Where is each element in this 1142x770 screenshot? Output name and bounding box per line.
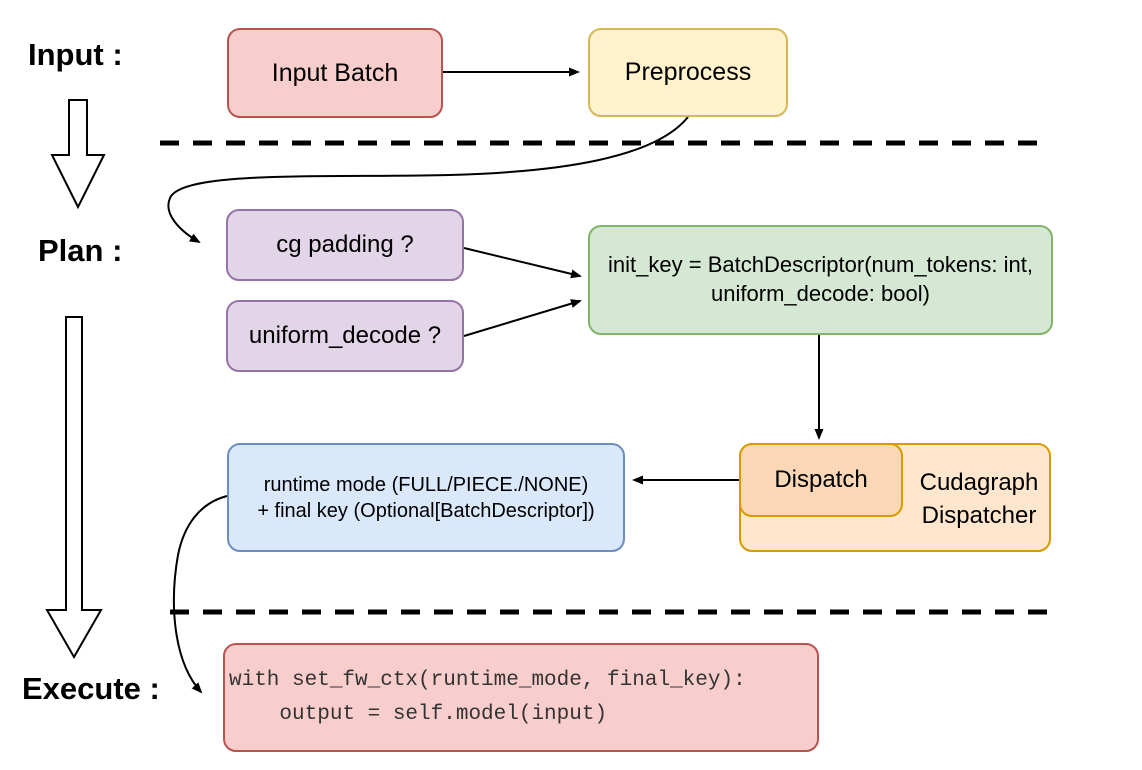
input-stage-arrow bbox=[50, 99, 106, 210]
dispatch-label: Dispatch bbox=[774, 466, 868, 494]
init-key-line2: uniform_decode: bool) bbox=[711, 281, 930, 306]
preprocess-label: Preprocess bbox=[624, 58, 752, 87]
execute-stage-label: Execute : bbox=[22, 671, 160, 706]
execute-code-node: with set_fw_ctx(runtime_mode, final_key)… bbox=[223, 643, 819, 752]
input-stage-label: Input : bbox=[28, 37, 123, 72]
runtime-mode-node: runtime mode (FULL/PIECE./NONE) + final … bbox=[227, 443, 625, 552]
plan-stage-arrow bbox=[45, 316, 103, 660]
cudagraph-line1: Cudagraph bbox=[919, 469, 1039, 497]
arrow-cgpadding-to-initkey bbox=[463, 247, 582, 279]
curve-preprocess-to-plan bbox=[167, 116, 689, 244]
input-batch-node: Input Batch bbox=[227, 28, 443, 118]
init-key-node: init_key = BatchDescriptor(num_tokens: i… bbox=[588, 225, 1053, 335]
uniform-decode-label: uniform_decode ? bbox=[248, 322, 442, 350]
execute-code-line2: output = self.model(input) bbox=[229, 702, 608, 726]
arrow-uniformdecode-to-initkey bbox=[463, 299, 582, 337]
uniform-decode-node: uniform_decode ? bbox=[226, 300, 464, 372]
cudagraph-dispatcher-label: Cudagraph Dispatcher bbox=[905, 445, 1053, 554]
dispatch-node: Dispatch bbox=[739, 443, 903, 517]
init-key-line1: init_key = BatchDescriptor(num_tokens: i… bbox=[608, 252, 1033, 278]
cudagraph-line2: Dispatcher bbox=[921, 501, 1037, 529]
cg-padding-label: cg padding ? bbox=[276, 231, 414, 259]
runtime-line1: runtime mode (FULL/PIECE./NONE) bbox=[263, 473, 589, 496]
runtime-line2: + final key (Optional[BatchDescriptor]) bbox=[257, 499, 595, 522]
cg-padding-node: cg padding ? bbox=[226, 209, 464, 281]
cudagraph-dispatcher-node: Dispatch Cudagraph Dispatcher bbox=[739, 443, 1051, 552]
curve-runtime-to-execute bbox=[172, 495, 228, 694]
execute-code-line1: with set_fw_ctx(runtime_mode, final_key)… bbox=[229, 668, 746, 692]
plan-stage-label: Plan : bbox=[38, 233, 123, 268]
preprocess-node: Preprocess bbox=[588, 28, 788, 117]
input-batch-label: Input Batch bbox=[271, 58, 399, 87]
